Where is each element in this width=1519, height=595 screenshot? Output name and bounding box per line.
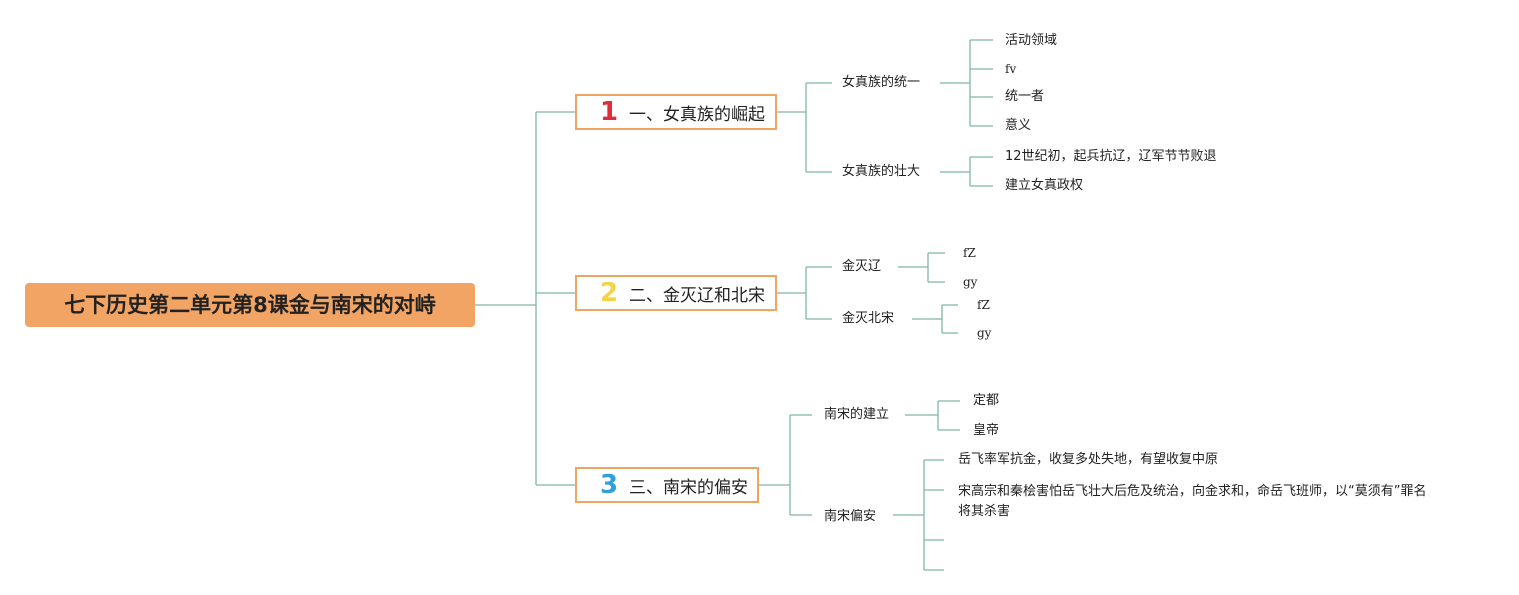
leaf-b2-2-2[interactable]: gy (977, 326, 992, 340)
root-topic[interactable]: 七下历史第二单元第8课金与南宋的对峙 (25, 283, 475, 327)
leaf-b3-2-1[interactable]: 岳飞率军抗金，收复多处失地，有望收复中原 (958, 452, 1219, 467)
subtopic-b1-2[interactable]: 女真族的壮大 (842, 164, 921, 179)
branch-2-node[interactable]: 2 二、金灭辽和北宋 (575, 275, 777, 311)
leaf-b3-1-1[interactable]: 定都 (973, 393, 1000, 408)
leaf-b1-2-1[interactable]: 12世纪初，起兵抗辽，辽军节节败退 (1005, 149, 1217, 164)
leaf-b1-1-4[interactable]: 意义 (1005, 118, 1032, 133)
leaf-b2-1-2[interactable]: gy (963, 275, 978, 289)
number-3-icon: 3 (599, 470, 619, 500)
branch-3-label: 三、南宋的偏安 (629, 477, 748, 498)
number-1-icon: 1 (599, 97, 619, 127)
leaf-b1-1-1[interactable]: 活动领域 (1005, 33, 1058, 48)
leaf-b1-1-3[interactable]: 统一者 (1005, 89, 1045, 104)
leaf-b2-1-1[interactable]: fZ (963, 246, 976, 260)
subtopic-b1-1[interactable]: 女真族的统一 (842, 75, 921, 90)
leaf-b1-1-2[interactable]: fv (1005, 62, 1017, 76)
branch-1-node[interactable]: 1 一、女真族的崛起 (575, 94, 777, 130)
leaf-b2-2-1[interactable]: fZ (977, 298, 990, 312)
leaf-b3-1-2[interactable]: 皇帝 (973, 423, 1000, 438)
branch-1-label: 一、女真族的崛起 (629, 104, 765, 125)
subtopic-b3-2[interactable]: 南宋偏安 (824, 509, 877, 524)
leaf-b3-2-2[interactable]: 宋高宗和秦桧害怕岳飞壮大后危及统治，向金求和，命岳飞班师，以“莫须有”罪名将其杀… (958, 484, 1427, 519)
branch-2-label: 二、金灭辽和北宋 (629, 285, 765, 306)
leaf-b1-2-2[interactable]: 建立女真政权 (1005, 178, 1084, 193)
subtopic-b3-1[interactable]: 南宋的建立 (824, 407, 890, 422)
subtopic-b2-1[interactable]: 金灭辽 (842, 259, 882, 274)
branch-3-node[interactable]: 3 三、南宋的偏安 (575, 467, 759, 503)
subtopic-b2-2[interactable]: 金灭北宋 (842, 311, 895, 326)
number-2-icon: 2 (599, 278, 619, 308)
